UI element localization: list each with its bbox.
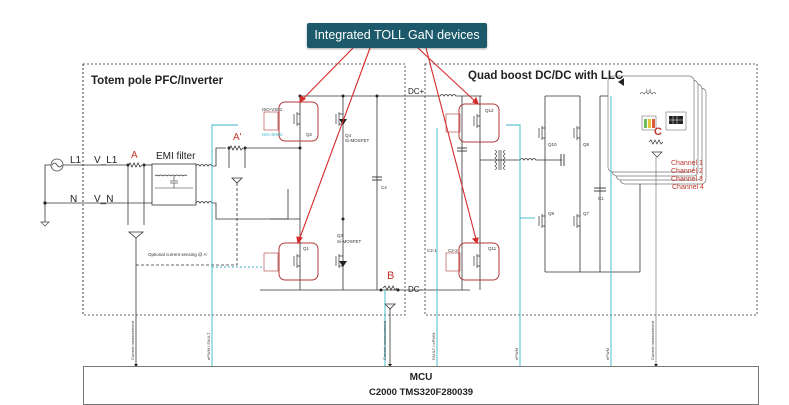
label-q11: Q11 <box>488 246 497 251</box>
net-v-l1: V_L1 <box>94 155 118 166</box>
transformer-icon <box>494 149 506 171</box>
boost-diode-icon <box>618 78 624 86</box>
label-q1: Q1 <box>303 246 310 251</box>
pwm-signal-lines <box>211 96 612 366</box>
signal-label: ePWM <box>514 348 519 360</box>
sense-point-a-prime: A' <box>233 132 242 143</box>
transistor-icons-dcdc <box>473 114 580 268</box>
net-l1: L1 <box>70 155 82 166</box>
current-sensor-c-icon <box>651 151 663 158</box>
label-q4: Q4 <box>345 133 352 138</box>
signal-label: Current measurement <box>382 321 387 360</box>
dcdc-section-title: Quad boost DC/DC with LLC <box>468 70 624 82</box>
capacitor-c1-icon <box>594 187 606 192</box>
shunt-resistor-c <box>648 139 664 145</box>
diode-q3-icon <box>339 261 347 267</box>
label-l4: L4 <box>646 88 652 93</box>
shunt-resistor-a <box>127 162 143 168</box>
net-dc-plus: DC+ <box>408 87 425 96</box>
label-c4: C4 <box>381 185 387 190</box>
net-n: N <box>70 194 78 205</box>
ground-icon <box>40 221 50 227</box>
label-iso-top: ISO-VS01 <box>262 107 283 112</box>
emi-filter-label: EMI filter <box>156 151 196 162</box>
label-q7: Q7 <box>583 211 590 216</box>
mcu-part-number: C2000 TMS320F280039 <box>368 387 474 398</box>
label-q8: Q8 <box>583 142 590 147</box>
signal-arrowheads <box>134 364 658 367</box>
channel-2-label: Channel 2 <box>671 168 703 175</box>
mcu-title: MCU <box>409 372 433 383</box>
channel-1-label: Channel 1 <box>671 160 703 167</box>
shunt-resistor-b <box>382 285 398 291</box>
capacitor-c4-icon <box>372 176 382 181</box>
optional-sensing-note: Optional current sensing @ A' <box>148 252 208 257</box>
resonant-capacitor-icon <box>560 154 565 166</box>
current-sensor-a-prime-icon <box>136 148 246 266</box>
label-q12: Q12 <box>485 108 494 113</box>
mcu-block: MCU C2000 TMS320F280039 <box>83 366 759 405</box>
channel-3-label: Channel 3 <box>671 176 703 183</box>
pfc-section-title: Totem pole PFC/Inverter <box>91 75 224 87</box>
channel-4-label: Channel 4 <box>672 184 704 191</box>
label-q3: Q3 <box>337 233 344 238</box>
current-sensor-b-icon <box>384 303 396 310</box>
gan-callout-arrows <box>296 47 479 245</box>
transistor-icons-pfc <box>293 112 343 268</box>
signal-label: FAULT / ePWM <box>431 332 436 360</box>
gan-devices-callout: Integrated TOLL GaN devices <box>307 23 487 48</box>
sense-point-a: A <box>131 150 138 161</box>
gan-device-q11-box <box>458 242 500 281</box>
label-c2-1: C2-1 <box>427 248 437 253</box>
label-q3-type: Si-MOSFET <box>337 239 362 244</box>
signal-label: ePWM / FAULT <box>206 332 211 360</box>
pfc-section-border <box>82 63 406 316</box>
isolated-gate-drivers-pfc <box>263 111 279 272</box>
net-dc-minus: DC- <box>408 285 423 294</box>
label-c1: C1 <box>598 196 604 201</box>
boost-inductor-l4-icon <box>639 92 657 95</box>
net-v-n: V_N <box>94 194 114 205</box>
signal-label: ePWM <box>605 348 610 360</box>
gan-device-q2-box <box>278 101 319 142</box>
current-sensor-a-icon <box>127 165 145 366</box>
label-q4-type: Si-MOSFET <box>345 138 370 143</box>
shunt-resistor-a-prime <box>228 145 244 151</box>
capacitor-c2-icon <box>457 147 467 152</box>
label-q2: Q2 <box>306 132 313 137</box>
label-q10: Q10 <box>548 142 557 147</box>
signal-label: Current measurement <box>130 321 135 360</box>
emi-output-inductors <box>195 147 289 220</box>
dcdc-section-border <box>424 63 758 316</box>
emi-filter-block <box>151 163 197 206</box>
ac-source-icon <box>50 158 64 172</box>
sense-point-b: B <box>387 270 395 282</box>
signal-label: Current measurement <box>650 321 655 360</box>
sense-point-c: C <box>654 126 662 138</box>
gan-device-q12-box <box>458 103 500 143</box>
gan-device-q1-box <box>278 242 319 281</box>
node <box>43 201 47 205</box>
label-iso-bottom: ISO-SN02 <box>262 132 283 137</box>
label-q9: Q9 <box>548 211 555 216</box>
pfc-wiring <box>260 95 470 291</box>
label-c2-2: C2-2 <box>448 248 458 253</box>
